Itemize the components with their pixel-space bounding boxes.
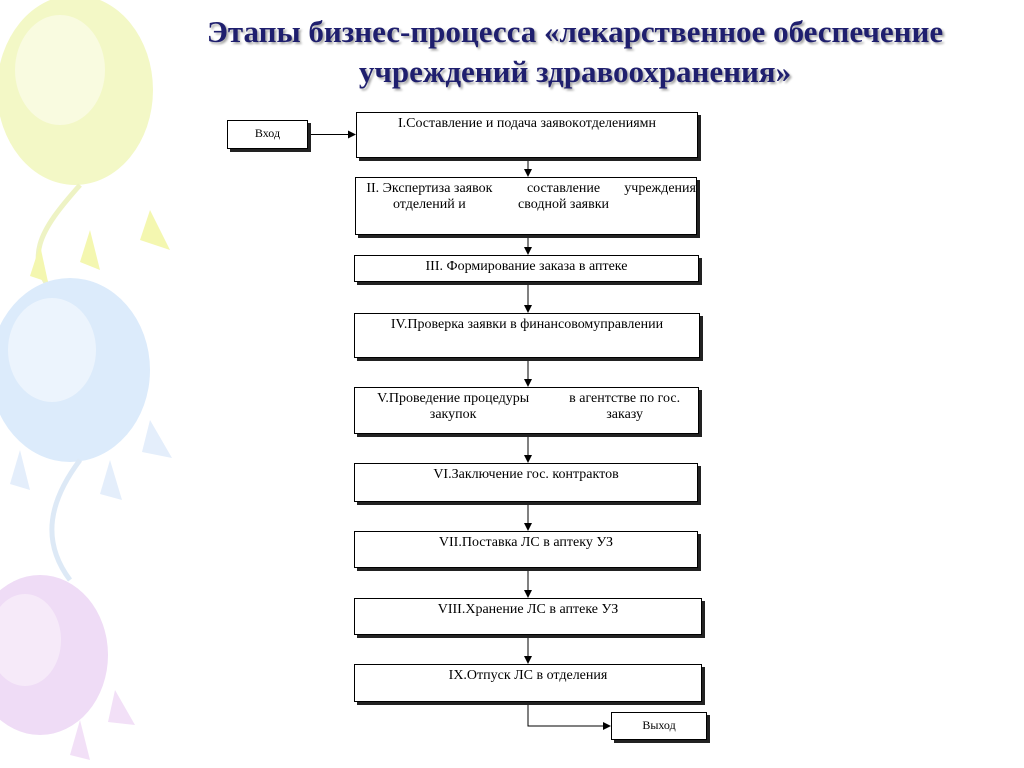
stage-6-line-1: VI.Заключение гос. контрактов [433, 467, 619, 482]
lavender-balloon [0, 575, 135, 760]
stage-box-7: VII.Поставка ЛС в аптеку УЗ [354, 531, 698, 568]
stage-4-line-2: управлении [593, 317, 664, 332]
stage-box-3: III. Формирование заказа в аптеке [354, 255, 699, 282]
stage-4-line-1: IV.Проверка заявки в финансовом [390, 317, 594, 332]
stage-1-line-2: отделениямн [578, 116, 657, 131]
input-label: Вход [254, 126, 281, 140]
stage-box-9: IX.Отпуск ЛС в отделения [354, 664, 702, 702]
stage-2-line-2: составление сводной заявки [518, 181, 610, 212]
stage-5-line-1: V.Проведение процедуры закупок [377, 391, 530, 422]
stage-box-6: VI.Заключение гос. контрактов [354, 463, 698, 502]
stage-box-8: VIII.Хранение ЛС в аптеке УЗ [354, 598, 702, 635]
stage-8-line-1: VIII.Хранение ЛС в аптеке УЗ [437, 602, 619, 617]
slide-title: Этапы бизнес-процесса «лекарственное обе… [130, 12, 1020, 92]
stage-2-line-1: II. Экспертиза заявок отделений и [366, 181, 493, 212]
yellow-green-balloon [0, 0, 170, 302]
stage-2-line-3: учреждения [624, 181, 696, 196]
slide-title-line-2: учреждений здравоохранения» [358, 54, 792, 89]
stage-5-line-2: в агентстве по гос. заказу [569, 391, 681, 422]
stage-1-line-1: I.Составление и подача заявок [397, 116, 579, 131]
arrow-stage-9-to-output [527, 702, 611, 730]
input-box: Вход [227, 120, 308, 149]
stage-box-5: V.Проведение процедуры закупок в агентст… [354, 387, 699, 434]
stage-9-line-1: IX.Отпуск ЛС в отделения [448, 668, 608, 683]
slide-title-line-1: Этапы бизнес-процесса «лекарственное обе… [206, 14, 944, 49]
output-label: Выход [642, 718, 676, 732]
light-blue-balloon [0, 278, 172, 582]
stage-box-1: I.Составление и подача заявок отделениям… [356, 112, 698, 158]
stage-3-line-1: III. Формирование заказа в аптеке [425, 259, 628, 274]
stage-7-line-1: VII.Поставка ЛС в аптеку УЗ [438, 535, 614, 550]
output-box: Выход [611, 712, 707, 740]
stage-box-2: II. Экспертиза заявок отделений и состав… [355, 177, 697, 235]
stage-box-4: IV.Проверка заявки в финансовом управлен… [354, 313, 700, 358]
